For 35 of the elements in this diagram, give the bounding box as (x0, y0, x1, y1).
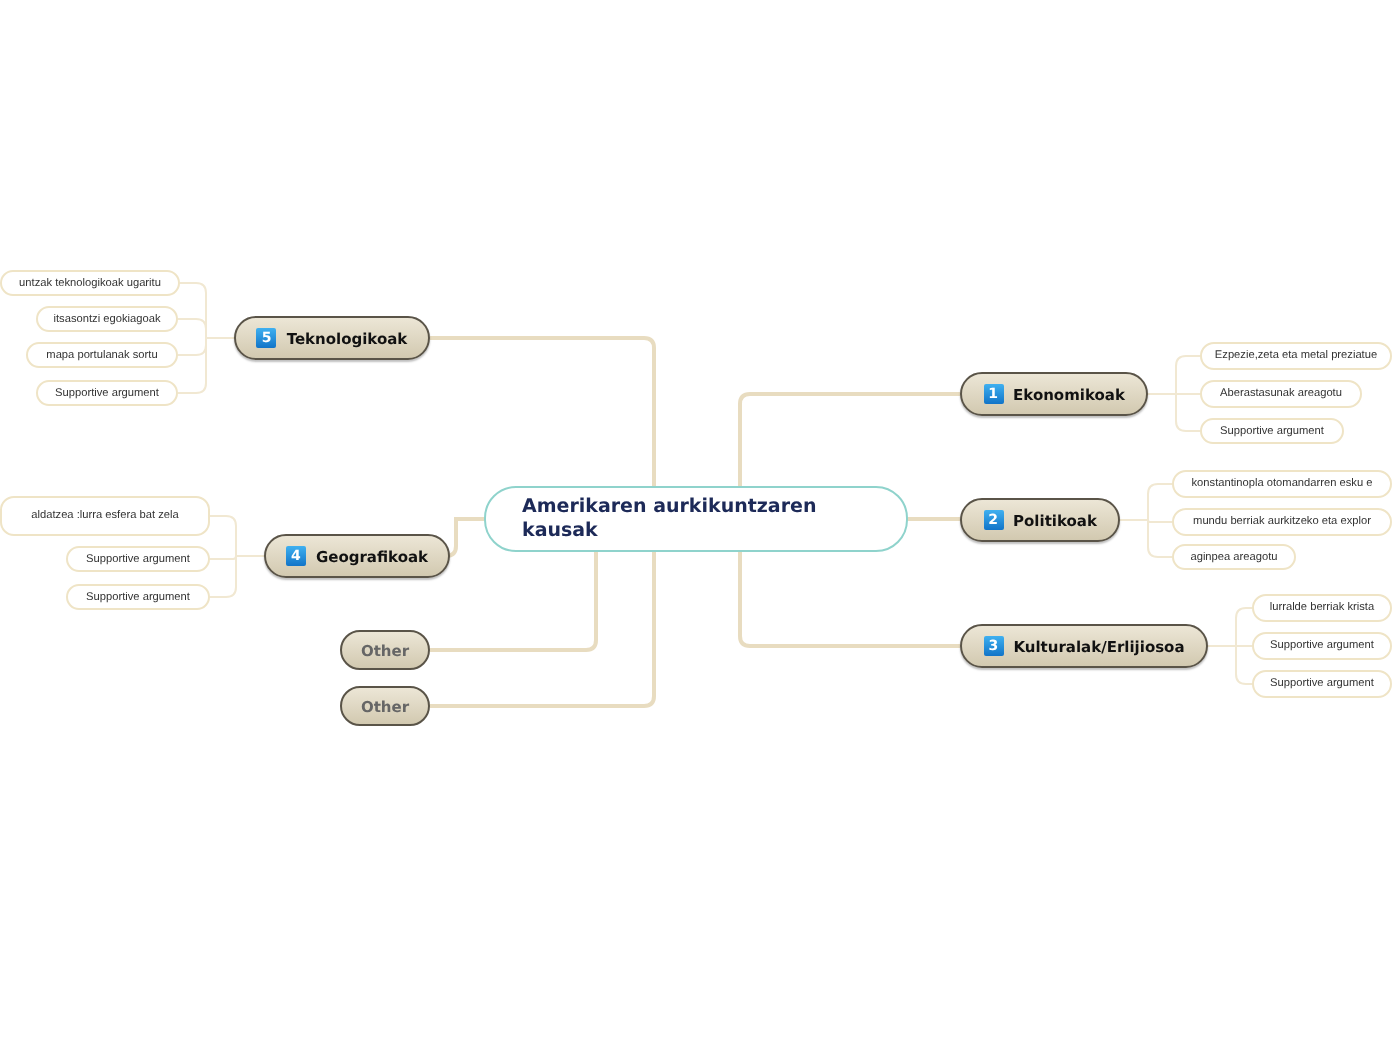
topic-box (234, 316, 430, 360)
subtopic-box (1172, 470, 1392, 498)
connector-line (908, 517, 960, 521)
connector-line (430, 552, 598, 652)
topic-box (340, 630, 430, 670)
subtopic-box (1252, 670, 1392, 698)
subtopic-box (1172, 508, 1392, 536)
central-topic-box (484, 486, 908, 552)
subtopic-box (1252, 594, 1392, 622)
subtopic-box (36, 380, 178, 406)
topic-box (340, 686, 430, 726)
connector-line (177, 337, 235, 394)
topic-box (264, 534, 450, 578)
connector-line (209, 555, 265, 598)
connector-line (430, 552, 656, 708)
subtopic-box (36, 306, 178, 332)
subtopic-box (1200, 342, 1392, 370)
connector-line (430, 336, 656, 486)
central-topic: Amerikaren aurkikuntzaren kausak (522, 495, 819, 543)
subtopic-box (1200, 418, 1344, 444)
subtopic-box (1252, 632, 1392, 660)
topic-box (960, 372, 1148, 416)
subtopic-box (26, 342, 178, 368)
connector-line (738, 392, 960, 486)
subtopic-box (66, 584, 210, 610)
connector-line (738, 552, 960, 648)
topic-box (960, 624, 1208, 668)
subtopic-box (0, 496, 210, 536)
subtopic-box (1172, 544, 1296, 570)
topic-box (960, 498, 1120, 542)
subtopic-box (1200, 380, 1362, 408)
subtopic-box (66, 546, 210, 572)
connector-line (1147, 393, 1201, 432)
subtopic-box (0, 270, 180, 296)
connector-line (1119, 519, 1173, 558)
